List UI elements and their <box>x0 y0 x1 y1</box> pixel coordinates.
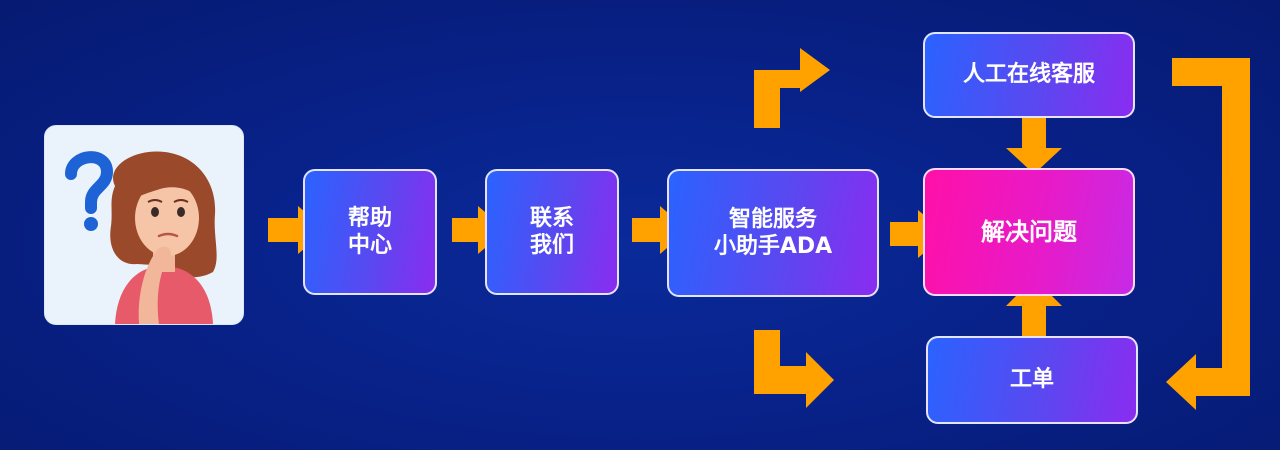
solve-problem-node: 解决问题 <box>923 168 1135 296</box>
help-center-line2: 中心 <box>347 233 392 258</box>
live-agent-node: 人工在线客服 <box>923 32 1135 118</box>
question-mark-icon <box>65 151 114 231</box>
arrow-live-agent-to-ticket <box>1166 58 1250 410</box>
ticket-label: 工单 <box>1009 367 1054 393</box>
assistant-line1: 智能服务 <box>728 206 817 232</box>
ticket-node: 工单 <box>926 336 1138 424</box>
contact-us-line1: 联系 <box>529 205 574 231</box>
assistant-node: 智能服务 小助手ADA <box>667 169 879 297</box>
arrow-live-agent-to-solve <box>1006 118 1062 174</box>
solve-problem-label: 解决问题 <box>981 218 1077 246</box>
contact-us-line2: 我们 <box>529 233 574 258</box>
contact-us-node: 联系 我们 <box>485 169 619 295</box>
thinking-woman-avatar <box>65 151 217 324</box>
user-avatar-card <box>44 125 244 325</box>
live-agent-label: 人工在线客服 <box>962 62 1095 88</box>
arrow-to-contact-us <box>452 206 506 254</box>
arrow-to-live-agent <box>754 48 830 128</box>
help-center-line1: 帮助 <box>347 205 392 231</box>
arrow-to-ticket <box>754 330 834 408</box>
assistant-line2: 小助手ADA <box>713 234 833 259</box>
help-center-node: 帮助 中心 <box>303 169 437 295</box>
